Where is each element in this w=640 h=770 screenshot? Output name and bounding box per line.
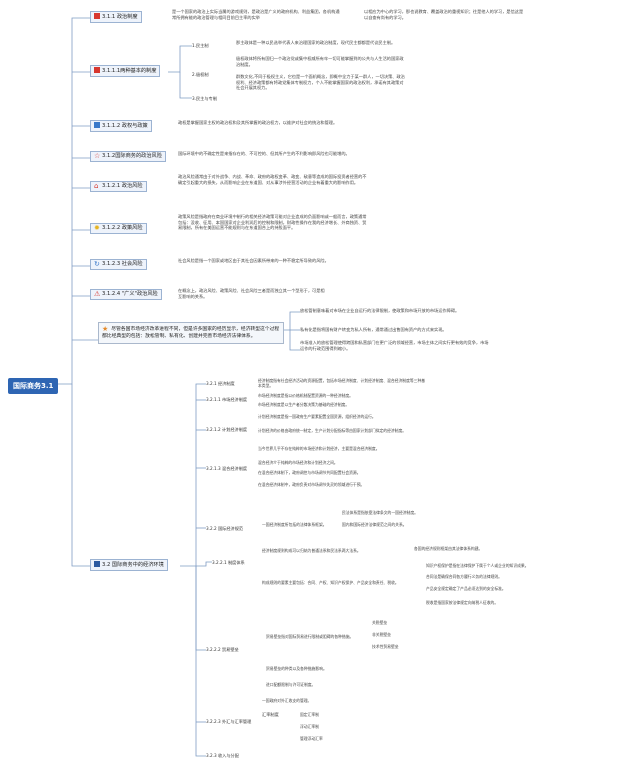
desc-3-2-1-3d: 在混合经济体制中，政府负责对市场调节失灵的领域进行干预。 [258,482,365,487]
desc-3-2-1-2: 计划经济制度是指一国政府生产要素配置全国资源，组织经济的运行。 [258,414,376,419]
desc-3-2-1-3c: 在混合经济体制下，政府调控与市场调节共同配置社会资源。 [258,470,361,475]
label-3-2-1-3: 3.2.1.3 混合经济制度 [206,466,248,471]
label-3-2-3: 3.2.3 收入与分配 [206,753,239,758]
label-totalitarian: 2.极权制 [192,72,209,77]
desc-3-2-2-1d: 经济制度规则构成可以归纳为普通法系和民法系两大法系。 [262,548,361,553]
desc-3-2-1-1b: 市场经济制度是以生产者分散决策为基础的经济制度。 [258,402,350,407]
desc-3-2-1: 经济制度指有社会经济活动的资源配置，包括市场经济制度、计划经济制度、混合经济制度… [258,378,426,388]
desc-3-2-2-1f: 构成规则的要素主要包括：合同、产权、知识产权保护、产品安全和责任、税收。 [262,580,399,585]
desc-3-1-2-2: 政策风险是指政府在商业环境中制行的相关经济政策可能对企业造成的负面影响或一般而言… [178,214,367,231]
refresh-icon: ↻ [94,260,100,268]
flag-icon [94,13,100,19]
label-3-2-1-2: 3.2.1.2 计划经济制度 [206,427,248,432]
desc-3-1-1: 是一个国家的政治上实际当属的游戏规则，是政治是广义的政府机构、利益集团，各机构通… [172,9,340,20]
star-icon: ☆ [94,152,101,160]
node-3-1-2-2[interactable]: ✹3.1.2.2 政策风险 [90,223,147,234]
desc-3-2-2-2b: 贸易壁垒的种类以及各种措施影响。 [266,666,327,671]
warning-icon: ⚠ [94,290,101,298]
desc-3-2-2-1b: 民法体系是指依靠法律条文的一国经济制度。 [342,510,418,515]
label-democracy: 1.民主制 [192,43,209,48]
root-node[interactable]: 国际商务3.1 [8,378,59,394]
node-3-1-2-1[interactable]: ⌂3.1.2.1 政治风险 [90,181,147,192]
label-exchange-rate-system: 汇率制度 [262,712,279,717]
square-icon [94,561,100,567]
label-3-2-1-1: 3.2.1.1 市场经济制度 [206,397,248,402]
node-3-1-1[interactable]: 3.1.1 政治制度 [90,11,142,23]
desc-3-2-2-2: 贸易壁垒指对国际贸易进行限制或阻碍的各种措施。 [266,634,354,639]
square-icon [94,122,100,128]
label-3-2-2-2: 3.2.2.2 贸易壁垒 [206,647,239,652]
desc-nontariff: 非关税壁垒 [372,632,391,637]
desc-3-2-2-1i: 产品安全规定确定了产品必须达到的安全标准。 [426,586,506,591]
desc-3-2-2-2c: 进口配额限制与许可证制度。 [266,682,316,687]
summary-privatization: 私有化是指将国有财产转变为私人所有，通常通过出售国有资产的方式来实现。 [300,327,447,332]
summary-market-access: 市场准入的放松管理使得跨国和私营部门在更广泛的领域经营，市场主体之间实行更有效的… [300,340,489,351]
desc-3-2-2-1h: 合同法是确保合同各方履行义务的法律规则。 [426,574,502,579]
desc-3-2-2-1: 一国经济制度所包括的法律体系框架。 [262,522,327,527]
node-3-1-1-2[interactable]: 3.1.1.2 政权与政策 [90,120,152,132]
desc-3-2-1-3: 当今世界几乎不存在纯粹的市场经济和计划经济，主要是混合经济制度。 [258,446,380,451]
desc-3-2-2-1c: 国内和国际经济法律规范之间的关系。 [342,522,407,527]
label-3-2-2: 3.2.2 国际经济规范 [206,526,244,531]
desc-tariff: 关税壁垒 [372,620,388,625]
desc-democracy: 那主政体是一种以民选举代表人来治理国家的政治制度，现代民主都都是代议民主制。 [236,40,396,45]
summary-box[interactable]: ★ 尽管各国市场经济改革进程不同，但是许多国家的经历显示，经济转型这个过程都比经… [98,322,284,344]
desc-3-2-1-2b: 计划经济的价格由政府统一制定，生产计划分配指标等由国家计划部门拟定的经济制度。 [258,428,407,433]
star-icon: ★ [102,325,109,333]
desc-3-2-1-3b: 混合经济介于纯粹的市场经济和计划经济之间。 [258,460,338,465]
desc-3-2-1-1: 市场经济制度是指以价格机制配置资源的一种经济制度。 [258,393,353,398]
node-3-1-1-1[interactable]: 3.1.1.1两种基本的制度 [90,65,161,77]
desc-totalitarian-2: 群数文化,不同于极权主义，它也是一个面机概念，即概中全力于某一群人，一切决策、政… [236,74,405,91]
label-democracy-autocracy: 3.民主与专制 [192,96,217,101]
desc-technical: 技术性贸易壁垒 [372,644,399,649]
desc-fixed-rate: 固定汇率制 [300,712,319,717]
label-3-2-2-3: 3.2.2.3 外汇与汇率管理 [206,719,252,724]
desc-3-2-2-1j: 税收是指国家按法律规定向纳税人征收的。 [426,600,499,605]
desc-totalitarian: 极权政体将所有国归一个政治党或集中权威所有牢一切可能掌握到的公共与人生活的国家政… [236,56,404,67]
desc-3-1-1-right: 以相应为中心的学习，那也说教育、覆盖政治的重视知识；往是他人的学习，是信这是以自… [364,9,524,20]
home-icon: ⌂ [94,182,99,190]
desc-3-2-2-1e: 各国的经济规则框架由其法律体系构建。 [414,546,483,551]
desc-3-2-2-1g: 知识产权保护是指在法律保护下属于个人或企业的知识成果。 [426,563,529,568]
desc-3-1-2-1: 政治风险通常由于对外战争、内战、革命、政府的政权变革、政变、敌意等造成的国际投资… [178,174,367,185]
flag-icon [94,67,100,73]
node-3-1-2-3[interactable]: ↻3.1.2.3 社会风险 [90,259,147,270]
summary-deregulation: 放松管制意味着对市场在企业自运行的法律限制，使政策和市场开放的市场运作障碍。 [300,308,460,313]
desc-floating-rate: 浮动汇率制 [300,724,319,729]
node-3-1-2-4[interactable]: ⚠3.1.2.4 "广义"政治风险 [90,289,162,300]
label-3-2-1: 3.2.1 经济制度 [206,381,235,386]
desc-3-1-2-4: 在概念上，政治风险、政策风险、社会风险三者是而独立其一个型形于，可是相互影响的关… [178,288,325,299]
desc-3-1-1-2: 政权是掌握国家主权的政治权和及其所掌握的政治权力，以维护对社会的统治和管理。 [178,120,338,125]
label-3-2-2-1: 3.2.2.1 制度体系 [212,560,245,565]
node-3-1-2[interactable]: ☆3.1.2国际商务的政治风险 [90,151,166,162]
desc-3-1-2-3: 社会风险是指一个国家或地区由于其社会因素所带来的一种不稳定所导致的风险。 [178,258,329,263]
desc-3-1-2: 国际环境中的不确定性是来指存在的、不可控的、但其所产生的不利影响即风险也可能增的… [178,151,350,156]
lightbulb-icon: ✹ [94,224,100,232]
desc-managed-rate: 管理浮动汇率 [300,736,323,741]
desc-3-2-2-3: 一国政府对外汇收支的管理。 [262,698,312,703]
node-3-2[interactable]: 3.2 国际商务中的经济环境 [90,559,168,571]
